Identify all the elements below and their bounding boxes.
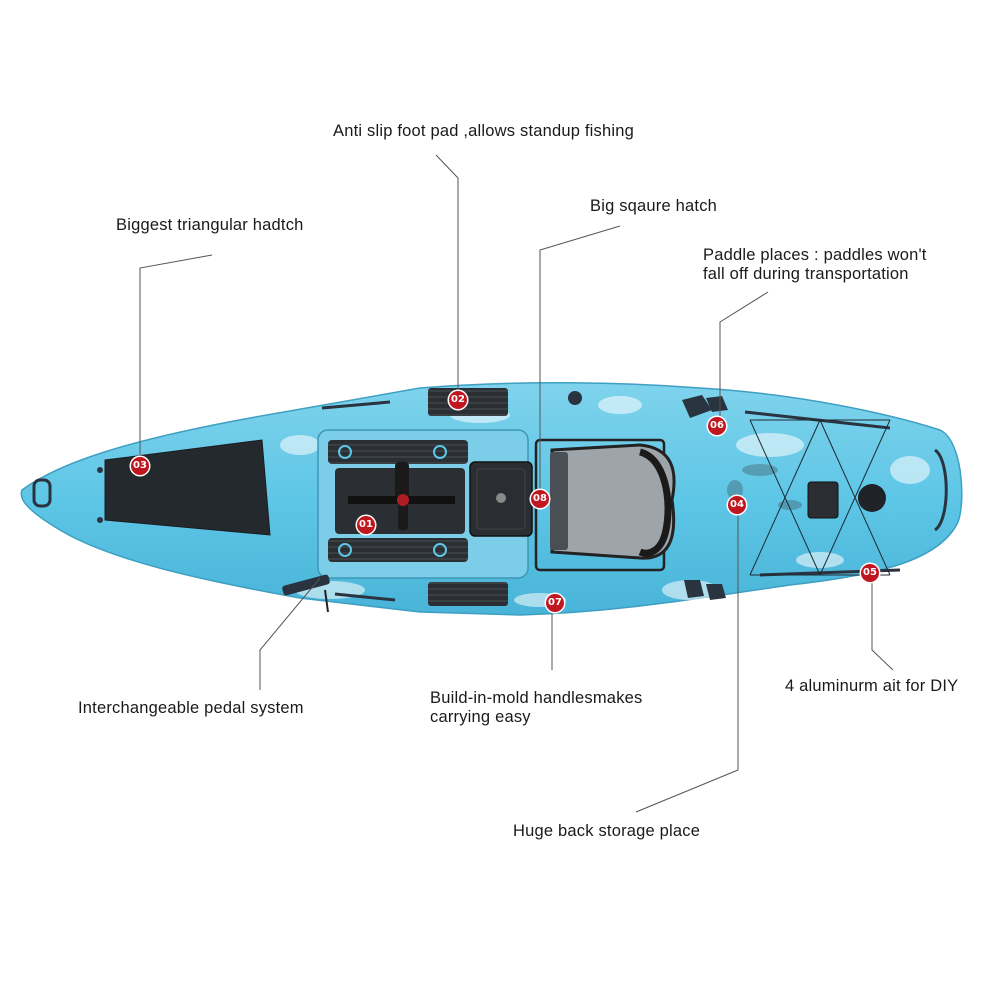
badge-01: 01: [357, 516, 375, 534]
rear-box-mount: [807, 481, 839, 519]
badge-02: 02: [449, 391, 467, 409]
callout-foot-pad: Anti slip foot pad ,allows standup fishi…: [333, 122, 634, 140]
seat: [550, 443, 676, 560]
hull-dark-mottling: [727, 464, 802, 510]
bungee-net: [749, 419, 891, 576]
leader-square-hatch: [539, 225, 621, 495]
paddle-keeper-bottom-2: [706, 584, 726, 600]
callout-pedal-system: Interchangeable pedal system: [78, 699, 304, 717]
top-side-foot-pad: [428, 388, 508, 416]
leader-back-storage: [635, 506, 739, 813]
stern-handle: [933, 448, 948, 532]
callout-paddle-places: Paddle places : paddles won't fall off d…: [703, 246, 927, 283]
leader-foot-pad: [435, 154, 459, 396]
callout-triangular-hatch: Biggest triangular hadtch: [116, 216, 304, 234]
rod-holder: [568, 391, 582, 405]
paddle-keeper-top-2: [706, 396, 728, 412]
rear-foot-pad: [328, 538, 468, 562]
bow-handle: [32, 478, 52, 508]
badge-06: 06: [708, 417, 726, 435]
leader-lines: [139, 154, 894, 813]
leader-paddle-places: [719, 291, 769, 420]
bottom-side-foot-pad: [428, 582, 508, 606]
leader-pedal-system: [259, 577, 321, 690]
badge-07: 07: [546, 594, 564, 612]
callout-square-hatch: Big sqaure hatch: [590, 197, 718, 215]
callout-back-storage: Huge back storage place: [513, 822, 701, 840]
deck-rail-bottom-bow: [334, 592, 396, 602]
badge-08: 08: [531, 490, 549, 508]
leader-aluminum-rail: [871, 573, 894, 671]
leader-triangular-hatch: [139, 254, 213, 462]
front-foot-pad: [328, 440, 468, 464]
badge-04: 04: [728, 496, 746, 514]
rear-round-hatch: [858, 484, 886, 512]
paddle-keeper-top: [682, 395, 712, 418]
callout-handles: Build-in-mold handlesmakes carrying easy: [430, 689, 643, 726]
deck-rail-top-bow: [321, 400, 391, 410]
badge-03: 03: [131, 457, 149, 475]
callout-aluminum-rail: 4 aluminurm ait for DIY: [785, 677, 959, 695]
badge-05: 05: [861, 564, 879, 582]
paddle-keeper-bottom: [684, 580, 704, 598]
